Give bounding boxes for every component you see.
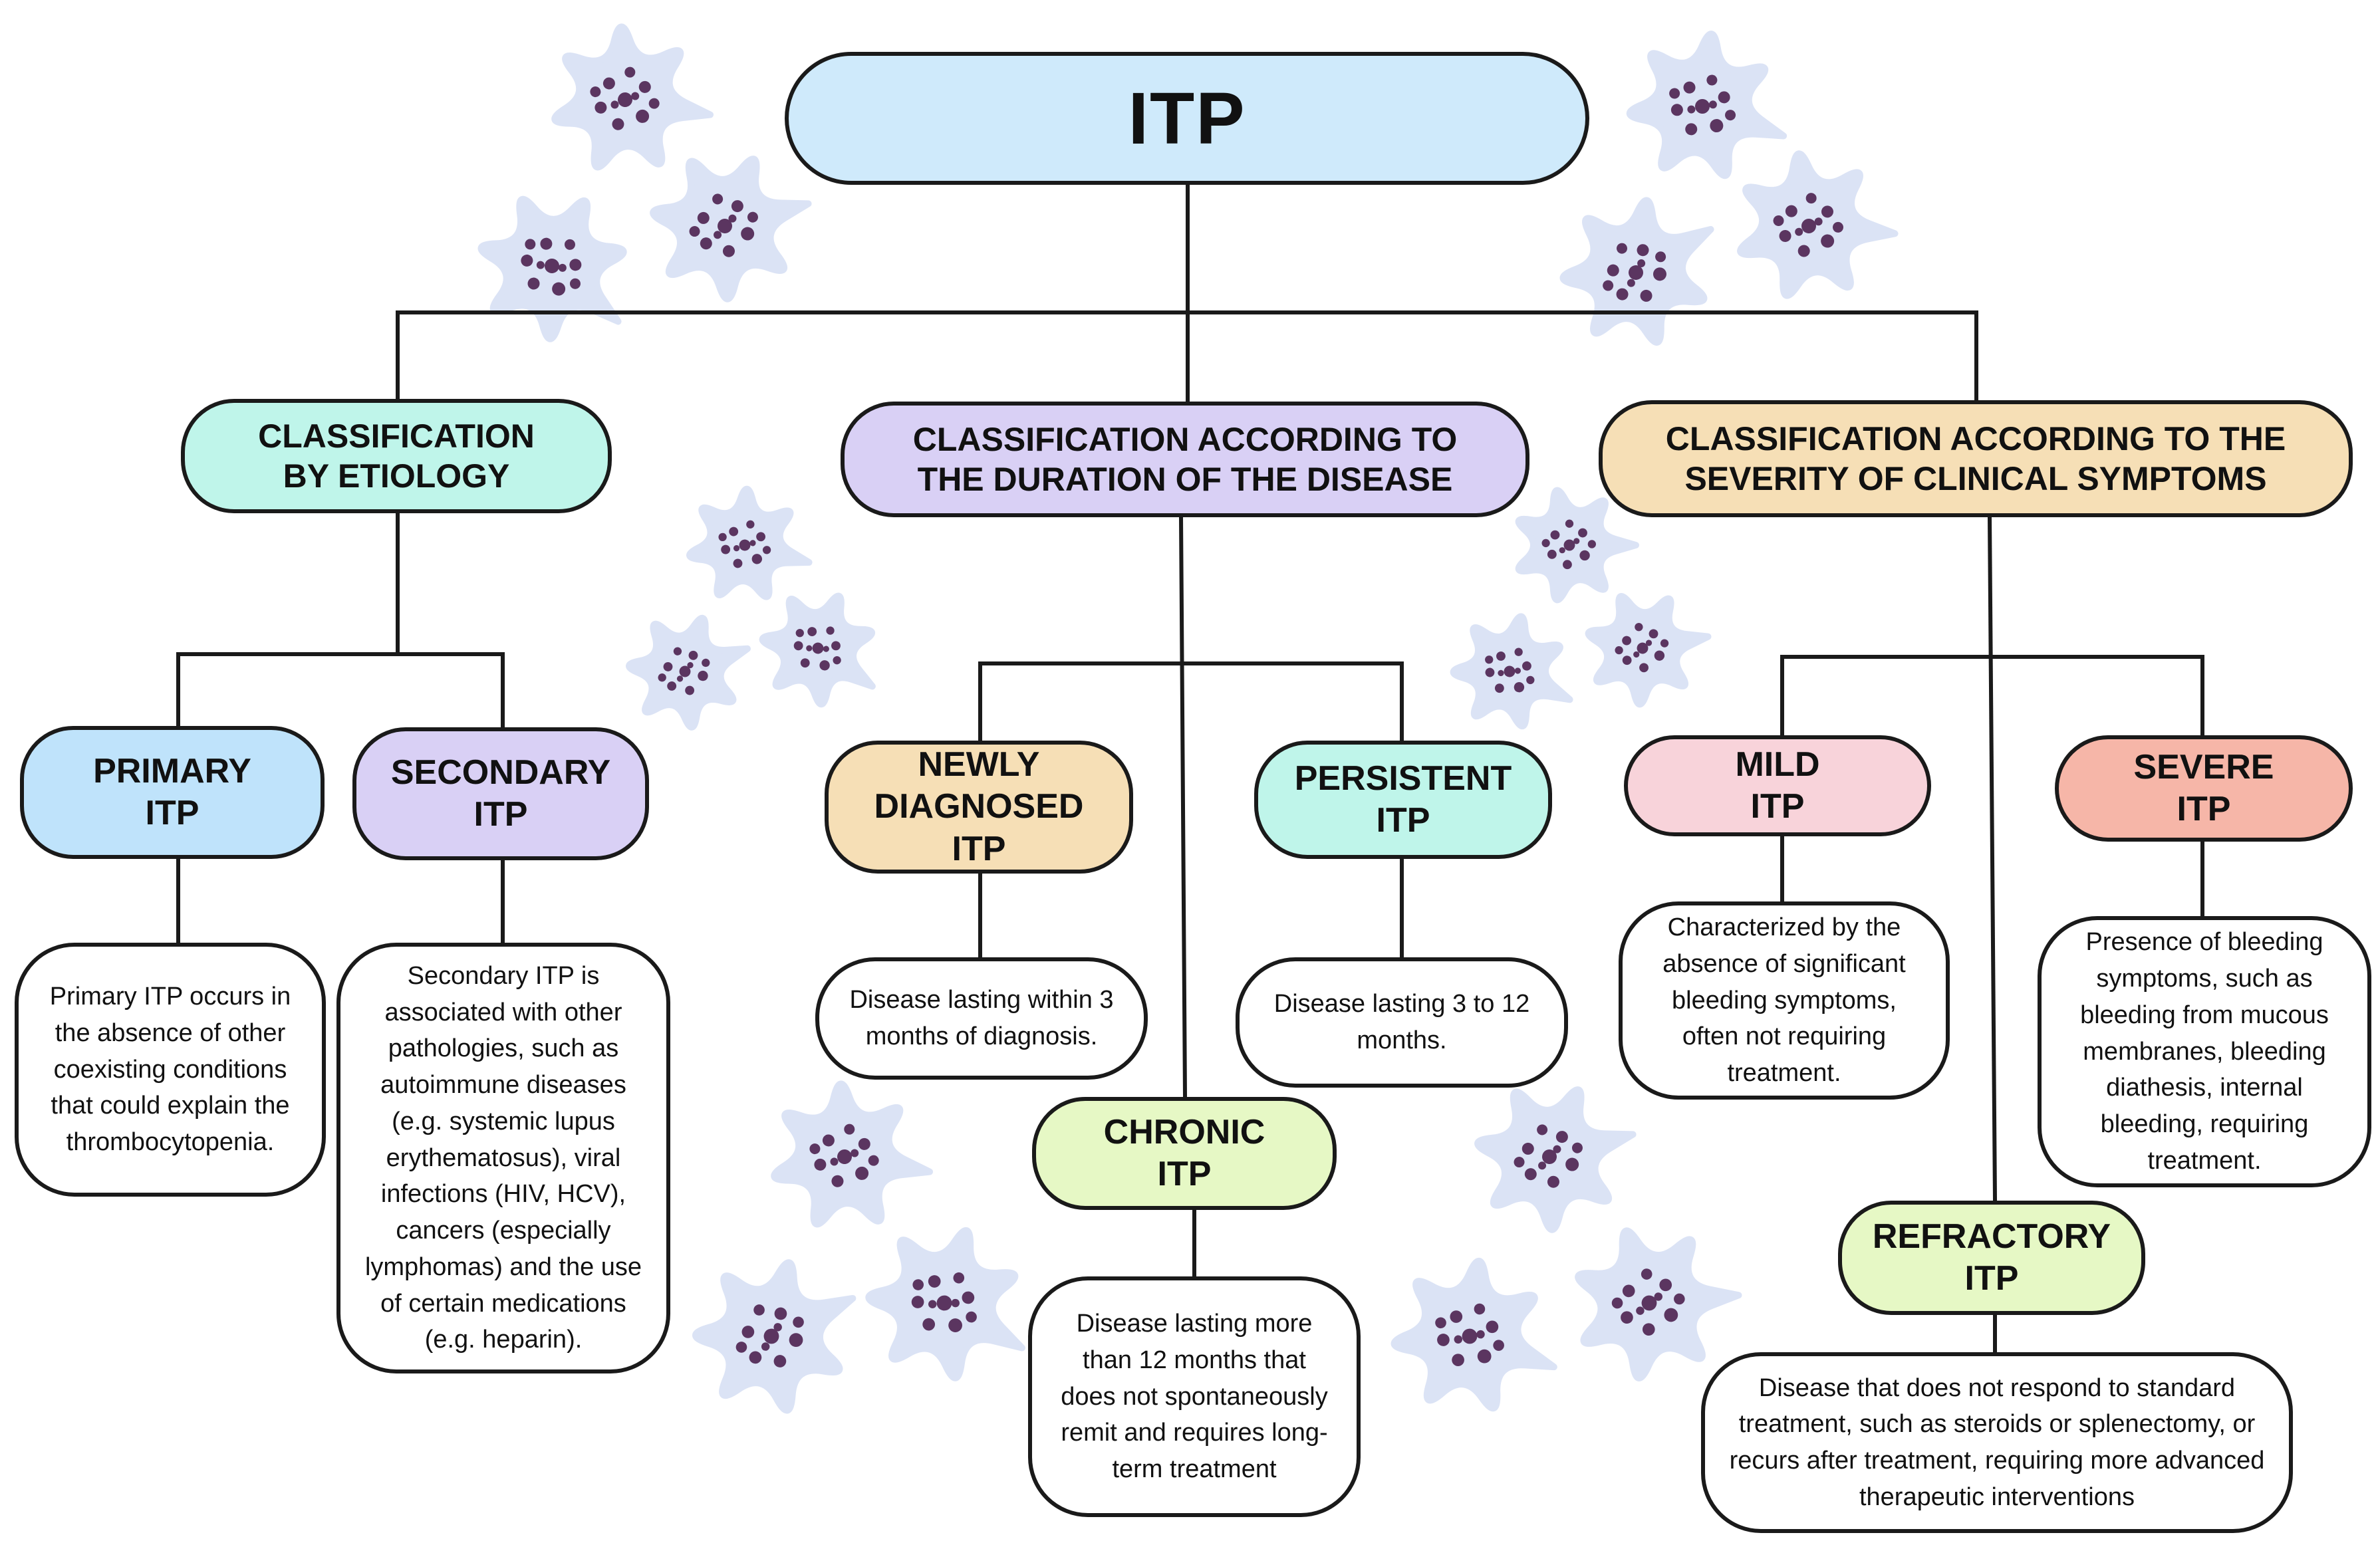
chronic-itp-line-1: CHRONIC [1103, 1112, 1265, 1151]
severe-itp-description: Presence of bleeding symptoms, such as b… [2038, 916, 2371, 1187]
persistent-itp-line-2: ITP [1376, 801, 1430, 840]
duration-category-line-2: THE DURATION OF THE DISEASE [917, 461, 1453, 498]
connector-severity-to-refractory [1987, 515, 1998, 1203]
title-node: ITP [785, 52, 1589, 185]
severe-itp-description-text: Presence of bleeding symptoms, such as b… [2080, 928, 2329, 1175]
platelet-icon [771, 1080, 934, 1228]
etiology-category-line-2: BY ETIOLOGY [283, 457, 510, 495]
chronic-itp-node: CHRONIC ITP [1032, 1097, 1337, 1210]
duration-category-node: CLASSIFICATION ACCORDING TO THE DURATION… [841, 402, 1529, 517]
secondary-itp-description: Secondary ITP is associated with other p… [336, 943, 670, 1373]
platelet-icon [1474, 1086, 1637, 1233]
persistent-itp-description-text: Disease lasting 3 to 12 months. [1273, 990, 1530, 1054]
platelet-icon [625, 614, 751, 731]
platelet-decorations [477, 23, 1899, 1414]
newly-diagnosed-itp-description: Disease lasting within 3 months of diagn… [815, 957, 1148, 1080]
severity-category-node: CLASSIFICATION ACCORDING TO THE SEVERITY… [1599, 400, 2353, 517]
severity-category-line-1: CLASSIFICATION ACCORDING TO THE [1665, 420, 2286, 457]
platelet-icon [1575, 1227, 1742, 1381]
severe-itp-line-2: ITP [2177, 790, 2231, 828]
persistent-itp-description: Disease lasting 3 to 12 months. [1236, 957, 1568, 1088]
newly-diagnosed-itp-node: NEWLY DIAGNOSED ITP [825, 741, 1133, 874]
newly-diagnosed-itp-description-text: Disease lasting within 3 months of diagn… [849, 986, 1114, 1050]
newly-diagnosed-line-2: DIAGNOSED [874, 787, 1084, 826]
platelet-icon [650, 156, 812, 302]
chronic-itp-line-2: ITP [1157, 1155, 1212, 1193]
etiology-category-line-1: CLASSIFICATION [258, 417, 535, 455]
refractory-itp-line-2: ITP [1964, 1259, 2019, 1298]
primary-itp-description-text: Primary ITP occurs in the absence of oth… [49, 983, 291, 1157]
mild-itp-line-2: ITP [1750, 787, 1805, 826]
platelet-icon [1585, 593, 1712, 708]
secondary-itp-description-text: Secondary ITP is associated with other p… [364, 962, 642, 1354]
mild-itp-description-text: Characterized by the absence of signific… [1662, 913, 1906, 1088]
title-label: ITP [1128, 77, 1246, 160]
primary-itp-description: Primary ITP occurs in the absence of oth… [15, 943, 326, 1197]
refractory-itp-node: REFRACTORY ITP [1838, 1201, 2145, 1315]
severe-itp-node: SEVERE ITP [2055, 735, 2353, 842]
platelet-icon [1390, 1257, 1557, 1412]
persistent-itp-line-1: PERSISTENT [1294, 759, 1512, 798]
severity-category-line-2: SEVERITY OF CLINICAL SYMPTOMS [1684, 460, 2267, 497]
refractory-itp-line-1: REFRACTORY [1872, 1217, 2111, 1256]
etiology-category-node: CLASSIFICATION BY ETIOLOGY [181, 399, 612, 513]
platelet-icon [692, 1259, 857, 1414]
mild-itp-line-1: MILD [1735, 745, 1820, 784]
secondary-itp-line-2: ITP [473, 795, 528, 834]
chronic-itp-description-text: Disease lasting more than 12 months that… [1061, 1310, 1328, 1484]
primary-itp-line-1: PRIMARY [93, 751, 251, 790]
primary-itp-line-2: ITP [145, 794, 199, 832]
persistent-itp-node: PERSISTENT ITP [1254, 741, 1552, 859]
mild-itp-node: MILD ITP [1624, 735, 1931, 836]
chronic-itp-description: Disease lasting more than 12 months that… [1028, 1276, 1361, 1517]
secondary-itp-node: SECONDARY ITP [352, 727, 649, 860]
platelet-icon [1450, 613, 1573, 730]
platelet-icon [1626, 31, 1787, 179]
platelet-icon [1559, 197, 1714, 346]
refractory-itp-description: Disease that does not respond to standar… [1701, 1352, 2293, 1533]
newly-diagnosed-line-1: NEWLY [918, 745, 1040, 784]
connector-lines [176, 183, 2204, 1354]
newly-diagnosed-line-3: ITP [952, 829, 1006, 868]
platelet-icon [551, 23, 714, 171]
refractory-itp-description-text: Disease that does not respond to standar… [1729, 1373, 2265, 1511]
platelet-icon [686, 485, 813, 600]
primary-itp-node: PRIMARY ITP [20, 726, 325, 859]
platelet-icon [759, 592, 876, 708]
platelet-icon [865, 1227, 1025, 1381]
platelet-icon [477, 195, 627, 342]
platelet-icon [1515, 487, 1639, 604]
platelet-icon [1737, 150, 1899, 299]
connector-duration-to-chronic [1178, 515, 1188, 1100]
severe-itp-line-1: SEVERE [2133, 747, 2274, 786]
secondary-itp-line-1: SECONDARY [390, 753, 611, 792]
mild-itp-description: Characterized by the absence of signific… [1619, 901, 1950, 1100]
duration-category-line-1: CLASSIFICATION ACCORDING TO [912, 421, 1458, 458]
